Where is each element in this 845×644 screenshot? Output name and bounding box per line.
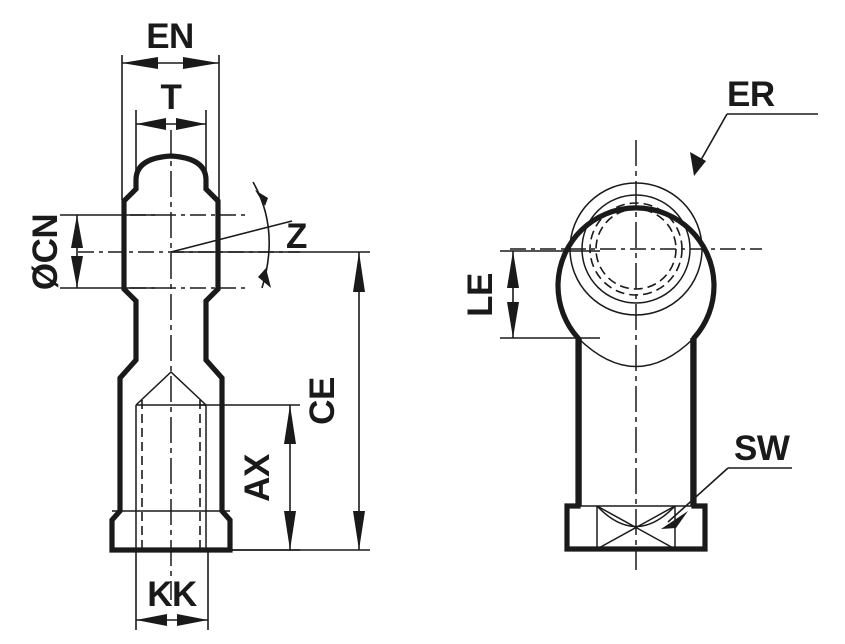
dimension-er: ER <box>690 75 818 176</box>
side-view: ER LE SW <box>461 75 818 570</box>
en-arrow-right <box>183 57 219 69</box>
shank-left-step <box>119 359 137 379</box>
cn-arrow-bottom <box>71 256 83 288</box>
ball-outer-hidden-circle <box>589 202 683 296</box>
side-eye-outline <box>555 205 717 552</box>
dimension-kk: KK <box>135 550 209 630</box>
dimension-z: Z <box>170 181 308 289</box>
z-arrow-upper <box>255 190 268 206</box>
z-arrow-lower <box>258 268 271 288</box>
eye-left-lower-chamfer <box>123 288 137 302</box>
thread-drill-cone <box>135 370 207 406</box>
kk-arrow-left <box>136 614 167 626</box>
dimension-label-le: LE <box>461 273 500 317</box>
er-leader-diagonal <box>696 113 728 168</box>
eye-right-lower-chamfer <box>205 288 219 302</box>
dimension-label-en: EN <box>146 17 194 56</box>
ce-arrow-top <box>353 252 365 292</box>
eye-housing-circle <box>569 182 703 316</box>
ax-arrow-bottom <box>284 511 296 550</box>
sw-arrowhead <box>661 511 688 529</box>
le-arrow-top <box>507 251 519 288</box>
dimension-label-z: Z <box>286 217 307 256</box>
head-left-chamfer <box>123 188 137 202</box>
dimension-label-er: ER <box>727 75 775 114</box>
dimension-ax: AX <box>200 404 300 551</box>
hex-cross-line-b <box>596 505 676 550</box>
dimension-en: EN <box>121 17 220 200</box>
t-arrow-right <box>176 118 206 130</box>
dimension-le: LE <box>461 250 600 339</box>
base-left-chamfer <box>111 510 121 521</box>
dimension-t: T <box>135 78 207 190</box>
le-arrow-bottom <box>507 302 519 338</box>
kk-arrow-right <box>177 614 208 626</box>
z-leader-line <box>170 220 293 253</box>
shank-right-step <box>205 359 223 379</box>
dimension-label-t: T <box>161 78 182 117</box>
dimension-label-ax: AX <box>238 453 277 502</box>
cn-arrow-top <box>71 215 83 248</box>
sw-leader-diagonal <box>667 467 729 523</box>
hex-chamfer-arc <box>596 505 676 528</box>
base-right-chamfer <box>221 510 231 521</box>
dimension-sw: SW <box>661 429 792 529</box>
dimension-label-sw: SW <box>734 429 790 468</box>
front-view: EN T ØCN Z <box>26 17 370 630</box>
en-arrow-left <box>122 57 158 69</box>
spherical-bearing-outer-circle <box>581 194 691 304</box>
er-arrowhead <box>690 152 706 176</box>
ax-arrow-top <box>284 405 296 444</box>
dimension-cn: ØCN <box>26 214 160 290</box>
head-right-chamfer <box>205 188 219 202</box>
dimension-label-kk: KK <box>147 575 197 614</box>
ball-bore-hidden-circle <box>595 208 677 290</box>
shank-blend-curve <box>577 337 695 368</box>
dimension-ce: CE <box>171 251 370 551</box>
ce-arrow-bottom <box>353 511 365 550</box>
t-arrow-left <box>136 118 166 130</box>
dimension-label-ce: CE <box>303 377 342 425</box>
dimension-label-cn: ØCN <box>26 214 65 290</box>
